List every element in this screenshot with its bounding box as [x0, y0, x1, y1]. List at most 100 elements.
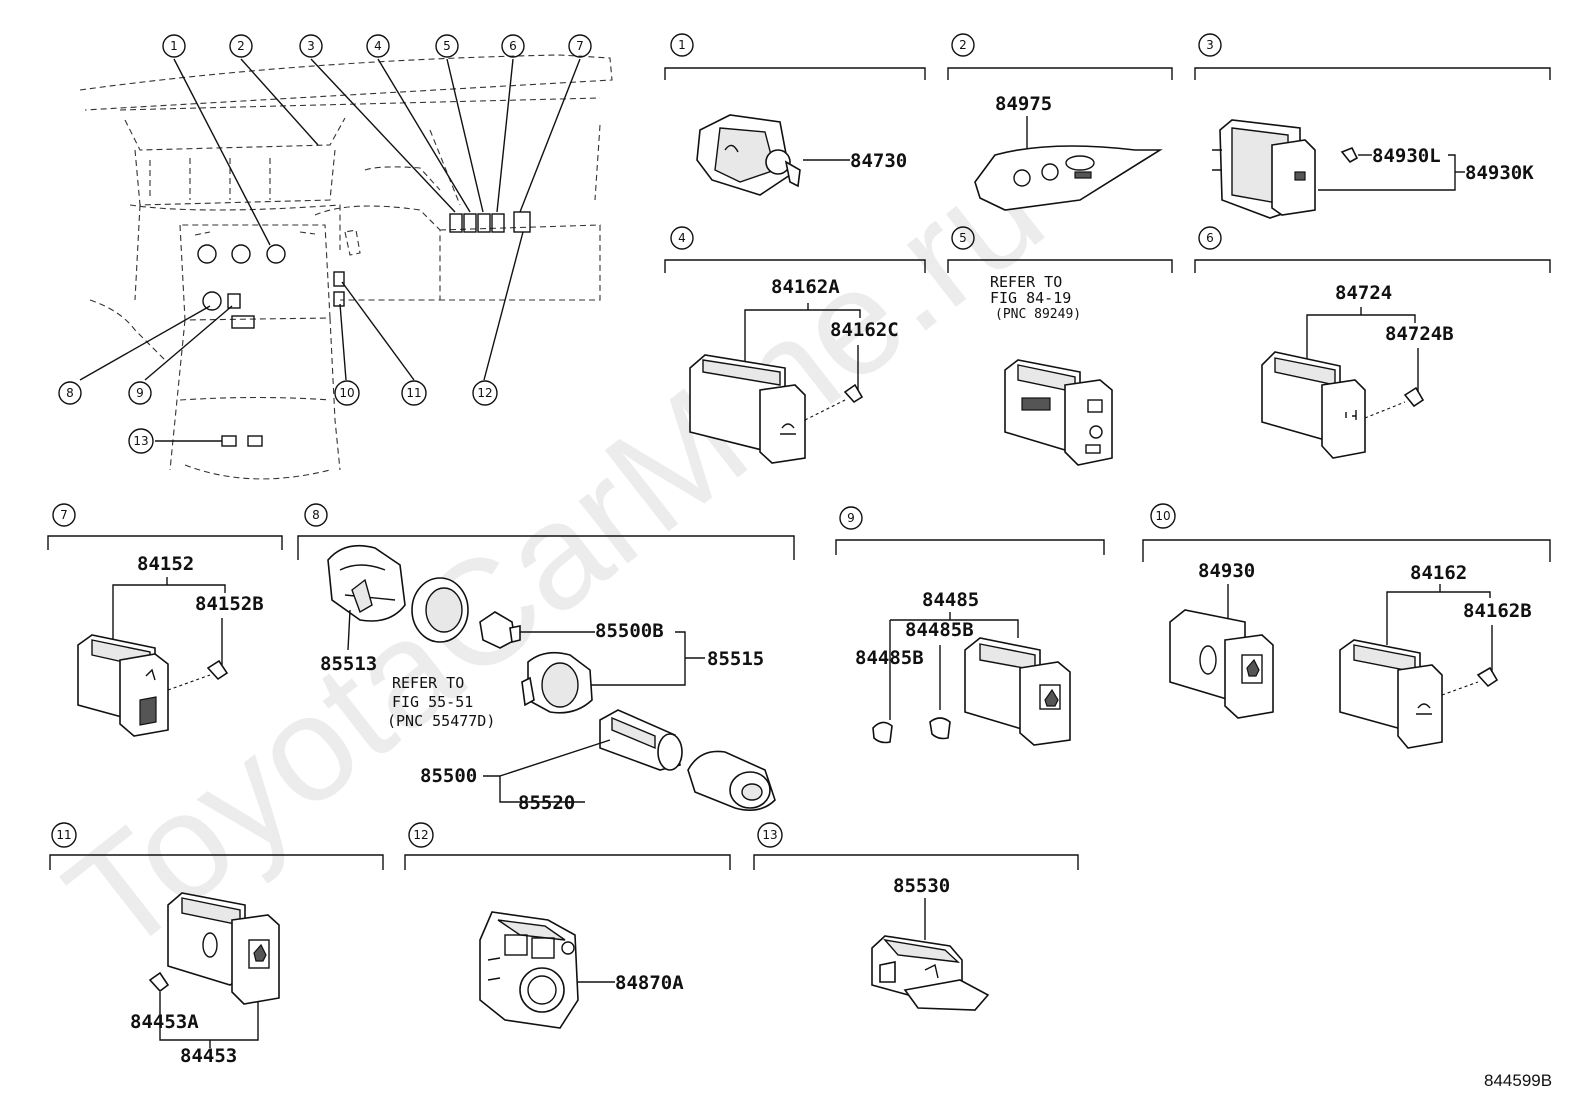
group-11-number: 11 [56, 828, 71, 842]
group-7: 7 84152 84152B [47, 503, 283, 737]
overview-callout-7: 7 [568, 34, 592, 58]
overview-callout-9: 9 [128, 381, 152, 405]
group-10: 10 84930 84162 84162B [1142, 503, 1551, 749]
group-1: 1 84730 [664, 33, 926, 196]
part-number-84724: 84724 [1335, 282, 1392, 304]
svg-text:4: 4 [374, 39, 382, 53]
group-4: 4 84162A 84162C [664, 226, 926, 464]
part-84930K-drawing [1212, 119, 1316, 219]
part-84724-drawing [1261, 351, 1366, 459]
part-number-84724B: 84724B [1385, 323, 1454, 345]
group-11: 11 84453A 84453 [49, 822, 384, 1067]
dashboard-overview: 1 2 3 4 5 6 7 8 9 10 11 12 13 [58, 34, 613, 480]
overview-callout-13: 13 [128, 428, 154, 454]
part-number-84152B: 84152B [195, 593, 264, 615]
svg-text:5: 5 [443, 39, 451, 53]
group-5: 5 REFER TO FIG 84-19 (PNC 89249) [947, 226, 1173, 466]
group-9-number: 9 [847, 511, 855, 525]
part-84453-drawing [167, 892, 280, 1005]
refer-line-1: REFER TO [990, 273, 1062, 291]
svg-text:3: 3 [307, 39, 315, 53]
group-6: 6 84724 84724B [1194, 226, 1551, 459]
refer-8-line-2: FIG 55-51 [392, 693, 473, 711]
svg-text:12: 12 [477, 386, 492, 400]
part-number-84930K: 84930K [1465, 162, 1534, 184]
part-number-84453A: 84453A [130, 1011, 199, 1033]
part-number-85520: 85520 [518, 792, 575, 814]
part-number-84485B-1: 84485B [905, 619, 974, 641]
part-number-84485: 84485 [922, 589, 979, 611]
part-85500B-drawing [479, 611, 521, 649]
part-number-84162A: 84162A [771, 276, 840, 298]
part-number-85513: 85513 [320, 653, 377, 675]
group-4-number: 4 [678, 231, 686, 245]
svg-text:10: 10 [339, 386, 354, 400]
svg-text:6: 6 [509, 39, 517, 53]
group-12-number: 12 [413, 828, 428, 842]
overview-callout-11: 11 [401, 380, 427, 406]
part-number-84730: 84730 [850, 150, 907, 172]
part-number-84870A: 84870A [615, 972, 684, 994]
overview-callout-6: 6 [501, 34, 525, 58]
overview-callout-5: 5 [435, 34, 459, 58]
group-7-number: 7 [60, 508, 68, 522]
overview-callout-1: 1 [162, 34, 186, 58]
diagram-code: 844599B [1484, 1071, 1552, 1090]
part-84162A-drawing [689, 354, 806, 464]
group-13: 13 85530 [753, 822, 1079, 1011]
refer-line-2: FIG 84-19 [990, 289, 1071, 307]
refer-line-3: (PNC 89249) [995, 307, 1081, 322]
part-85513-drawing [327, 544, 406, 622]
overview-callout-3: 3 [299, 34, 323, 58]
part-84930-drawing [1169, 609, 1274, 719]
svg-text:8: 8 [66, 386, 74, 400]
group-3: 3 84930L 84930K [1194, 33, 1551, 219]
group-8: 8 85513 REFER TO FIG 55-51 (PNC 55477D) … [297, 503, 795, 814]
svg-text:11: 11 [406, 386, 421, 400]
holder-drawing [521, 651, 593, 714]
group-5-number: 5 [959, 231, 967, 245]
overview-callout-8: 8 [58, 381, 82, 405]
svg-text:9: 9 [136, 386, 144, 400]
part-85520-drawing [687, 750, 776, 811]
part-84975-drawing [974, 145, 1163, 211]
part-number-84930L: 84930L [1372, 145, 1441, 167]
svg-text:2: 2 [237, 39, 245, 53]
group-10-number: 10 [1155, 509, 1170, 523]
part-number-84162C: 84162C [830, 319, 899, 341]
overview-callout-4: 4 [366, 34, 390, 58]
part-84162-drawing [1339, 639, 1443, 749]
refer-8-line-1: REFER TO [392, 674, 464, 692]
group-1-number: 1 [678, 38, 686, 52]
group-6-number: 6 [1206, 231, 1214, 245]
group-2-number: 2 [959, 38, 967, 52]
part-number-85530: 85530 [893, 875, 950, 897]
part-number-84152: 84152 [137, 553, 194, 575]
part-number-84162B: 84162B [1463, 600, 1532, 622]
part-85500-drawing [599, 709, 683, 771]
part-84485-drawing [964, 637, 1071, 746]
overview-callout-2: 2 [229, 34, 253, 58]
svg-text:7: 7 [576, 39, 584, 53]
gasket-refer-55-51-drawing [411, 577, 469, 643]
part-refer-84-19-drawing [1004, 359, 1113, 466]
group-13-number: 13 [762, 828, 777, 842]
part-number-84453: 84453 [180, 1045, 237, 1067]
part-85530-drawing [871, 935, 990, 1011]
part-number-85500: 85500 [420, 765, 477, 787]
part-number-84975: 84975 [995, 93, 1052, 115]
overview-callout-10: 10 [334, 380, 360, 406]
refer-8-line-3: (PNC 55477D) [387, 712, 495, 730]
part-number-85500B: 85500B [595, 620, 664, 642]
group-8-number: 8 [312, 508, 320, 522]
overview-callout-12: 12 [472, 380, 498, 406]
part-84870A-drawing [479, 911, 579, 1029]
group-2: 2 84975 [947, 33, 1173, 211]
svg-text:13: 13 [133, 434, 148, 448]
part-number-85515: 85515 [707, 648, 764, 670]
group-9: 9 84485 84485B 84485B [835, 506, 1105, 746]
group-3-number: 3 [1206, 38, 1214, 52]
group-12: 12 84870A [404, 822, 731, 1029]
